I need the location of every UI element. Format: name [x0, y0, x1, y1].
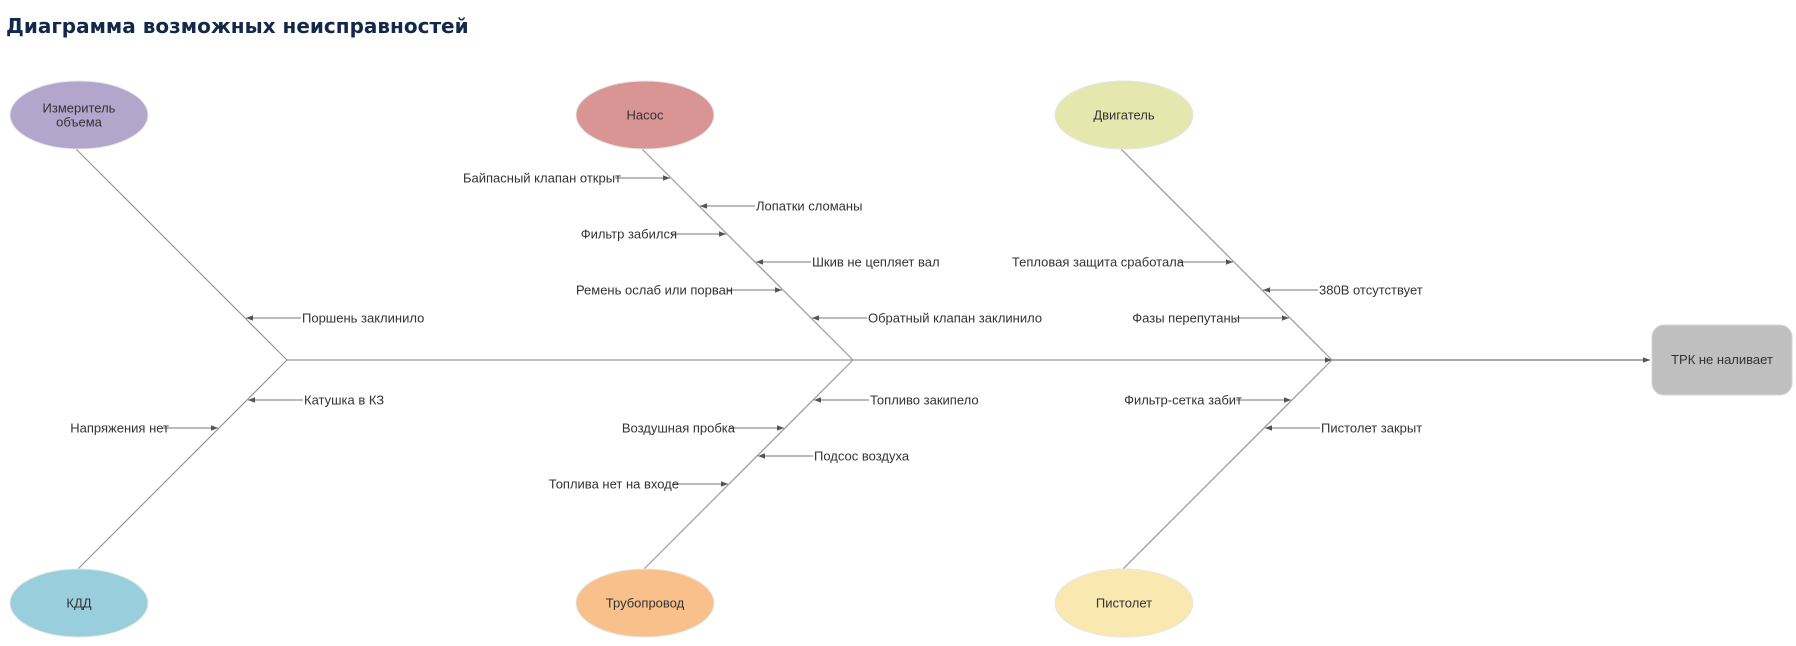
cause-item: Шкив не цепляет вал [756, 255, 940, 270]
category-ellipse [9, 80, 149, 150]
category-bone [641, 148, 854, 361]
category-node: Трубопровод [575, 568, 715, 638]
page-title: Диаграмма возможных неисправностей [6, 14, 469, 38]
cause-item: Фильтр забился [581, 227, 726, 242]
category-label: Трубопровод [606, 596, 685, 611]
cause-item: Напряжения нет [70, 421, 218, 436]
category-ellipse [1054, 568, 1194, 638]
cause-label: Фильтр забился [581, 227, 677, 242]
category-label: Насос [627, 108, 664, 123]
category-bone [77, 359, 288, 570]
cause-labels: Поршень заклинило Байпасный клапан открыт… [70, 171, 1422, 492]
cause-item: Лопатки сломаны [700, 199, 862, 214]
category-label: Двигатель [1093, 108, 1155, 123]
cause-item: Обратный клапан заклинило [812, 311, 1042, 326]
cause-label: Тепловая защита сработала [1012, 255, 1185, 270]
category-label: КДД [66, 596, 91, 611]
cause-item: Подсос воздуха [758, 449, 910, 464]
cause-item: Пистолет закрыт [1265, 421, 1422, 436]
category-ellipse [1054, 80, 1194, 150]
cause-label: Подсос воздуха [814, 449, 910, 464]
cause-item: Поршень заклинило [246, 311, 424, 326]
bone-lines [75, 148, 1650, 570]
category-node: Двигатель [1054, 80, 1194, 150]
cause-item: Ремень ослаб или порван [576, 283, 782, 298]
cause-label: Байпасный клапан открыт [463, 171, 621, 186]
cause-label: Фазы перепутаны [1132, 311, 1240, 326]
category-bone [1120, 148, 1333, 361]
category-ellipse [575, 80, 715, 150]
cause-item: Фильтр-сетка забит [1124, 393, 1291, 408]
cause-item: Топливо закипело [814, 393, 979, 408]
cause-item: Тепловая защита сработала [1012, 255, 1233, 270]
cause-item: Топлива нет на входе [549, 477, 728, 492]
cause-label: Обратный клапан заклинило [868, 311, 1042, 326]
category-node: Насос [575, 80, 715, 150]
category-ellipse [575, 568, 715, 638]
cause-label: Ремень ослаб или порван [576, 283, 733, 298]
category-ellipse [9, 568, 149, 638]
cause-label: Шкив не цепляет вал [812, 255, 940, 270]
category-node: КДД [9, 568, 149, 638]
cause-item: Катушка в КЗ [248, 393, 384, 408]
cause-label: 380В отсутствует [1319, 283, 1423, 298]
cause-label: Фильтр-сетка забит [1124, 393, 1242, 408]
cause-label: Топлива нет на входе [549, 477, 679, 492]
effect-box: ТРК не наливает [1651, 324, 1793, 396]
category-label: Пистолет [1096, 596, 1152, 611]
cause-item: Воздушная пробка [622, 421, 784, 436]
cause-label: Напряжения нет [70, 421, 169, 436]
effect-box-shape [1651, 324, 1793, 396]
cause-label: Топливо закипело [870, 393, 979, 408]
cause-item: Байпасный клапан открыт [463, 171, 670, 186]
cause-label: Воздушная пробка [622, 421, 736, 436]
cause-item: 380В отсутствует [1263, 283, 1423, 298]
category-bone [75, 148, 288, 361]
cause-label: Пистолет закрыт [1321, 421, 1422, 436]
cause-label: Лопатки сломаны [756, 199, 862, 214]
effect-group: ТРК не наливает [1651, 324, 1793, 396]
category-bone [1122, 359, 1333, 570]
cause-label: Поршень заклинило [302, 311, 424, 326]
category-node: Пистолет [1054, 568, 1194, 638]
effect-label: ТРК не наливает [1671, 352, 1773, 367]
category-bone [643, 359, 854, 570]
cause-item: Фазы перепутаны [1132, 311, 1289, 326]
cause-label: Катушка в КЗ [304, 393, 384, 408]
